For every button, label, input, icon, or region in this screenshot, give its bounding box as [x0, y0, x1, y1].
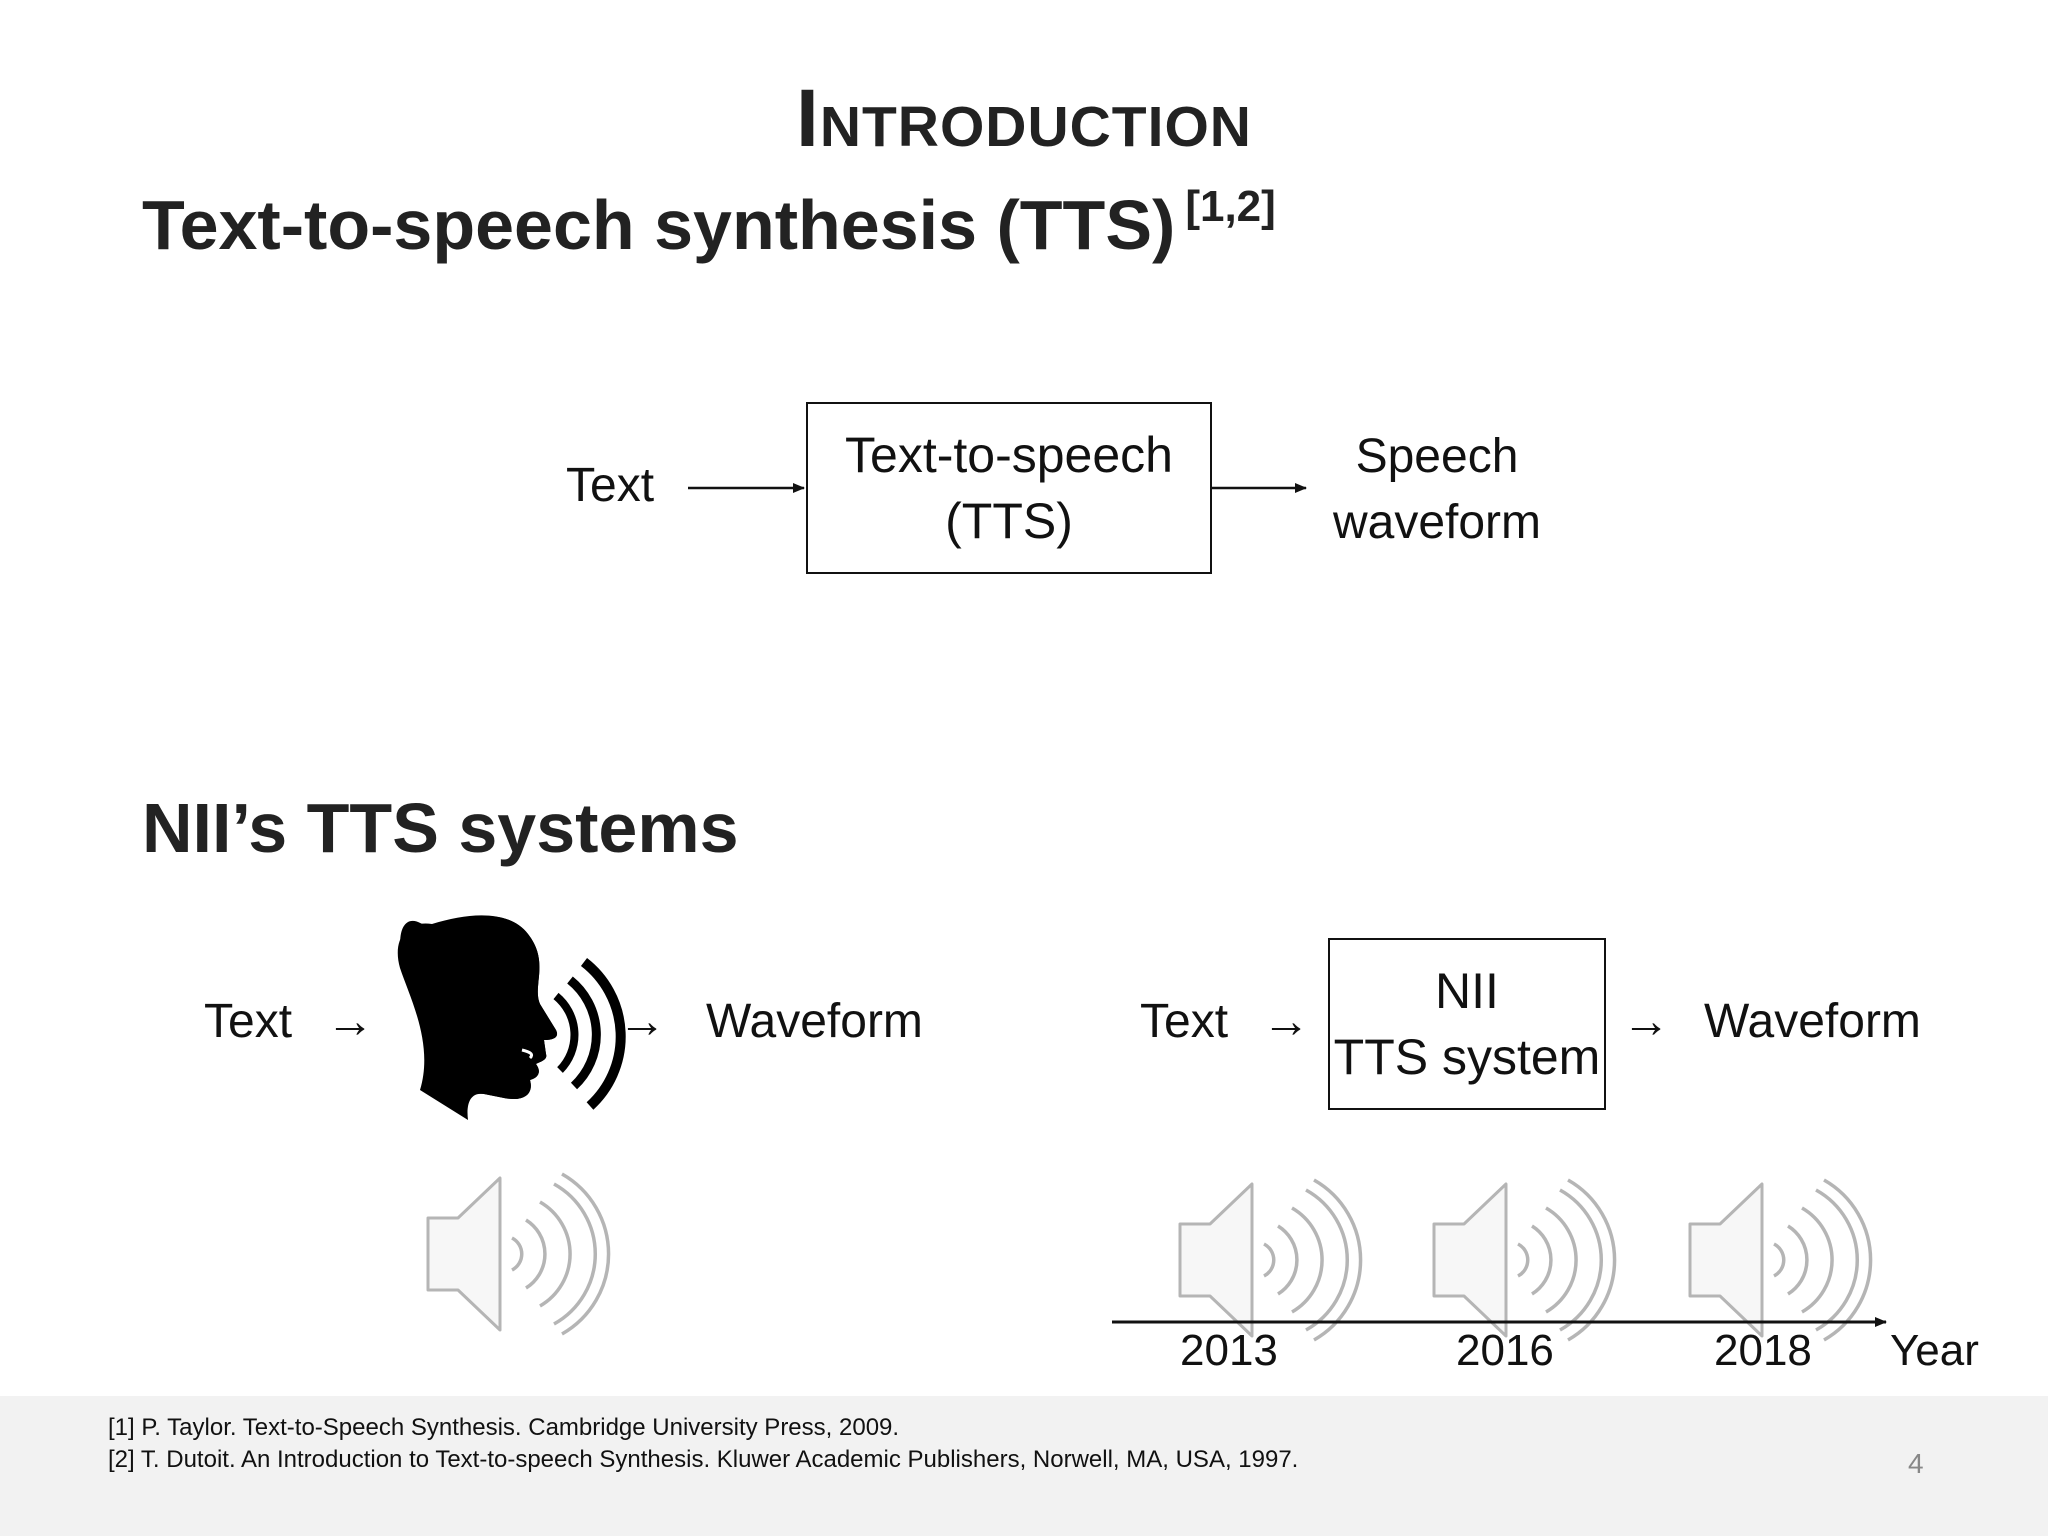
nii-flow-arrow-in: →	[1262, 995, 1310, 1048]
tts-box: Text-to-speech (TTS)	[806, 402, 1212, 574]
section-heading-tts: Text-to-speech synthesis (TTS)[1,2]	[142, 182, 1276, 265]
diagram1-output: Speech waveform	[1310, 424, 1564, 556]
nii-tts-box: NII TTS system	[1328, 938, 1606, 1110]
tts-box-line1: Text-to-speech	[845, 427, 1173, 483]
output-line2: waveform	[1332, 496, 1542, 549]
speaking-head-icon	[397, 915, 626, 1120]
speaker-icon-2016[interactable]	[1432, 1178, 1617, 1342]
timeline-axis-label: Year	[1890, 1326, 1979, 1375]
human-flow-output: Waveform	[706, 995, 923, 1048]
nii-flow-output: Waveform	[1704, 995, 1921, 1048]
nii-flow-arrow-out: →	[1622, 995, 1670, 1048]
human-flow-input: Text	[204, 995, 293, 1048]
section-heading-nii: NII’s TTS systems	[142, 789, 739, 867]
timeline-year-2013: 2013	[1180, 1326, 1278, 1375]
citation: [1,2]	[1185, 182, 1276, 231]
human-flow-arrow-in: →	[326, 995, 374, 1048]
reference-2: [2] T. Dutoit. An Introduction to Text-t…	[108, 1446, 1299, 1473]
footer-band	[0, 1396, 2048, 1536]
speaker-icon-human[interactable]	[426, 1172, 611, 1336]
nii-box-line2: TTS system	[1333, 1029, 1601, 1085]
output-line1: Speech	[1355, 430, 1519, 483]
human-flow-arrow-out: →	[618, 995, 666, 1048]
reference-1: [1] P. Taylor. Text-to-Speech Synthesis.…	[108, 1414, 900, 1441]
section-heading-text: Text-to-speech synthesis (TTS)	[142, 186, 1176, 264]
slide-title: Introduction	[796, 73, 1252, 164]
nii-box-line1: NII	[1435, 963, 1499, 1019]
page-number: 4	[1908, 1448, 1924, 1479]
tts-box-line2: (TTS)	[945, 493, 1073, 549]
speaker-icon-2013[interactable]	[1178, 1178, 1363, 1342]
diagram1-input-text: Text	[566, 459, 655, 512]
speaker-icon-2018[interactable]	[1688, 1178, 1873, 1342]
nii-flow-input: Text	[1140, 995, 1229, 1048]
